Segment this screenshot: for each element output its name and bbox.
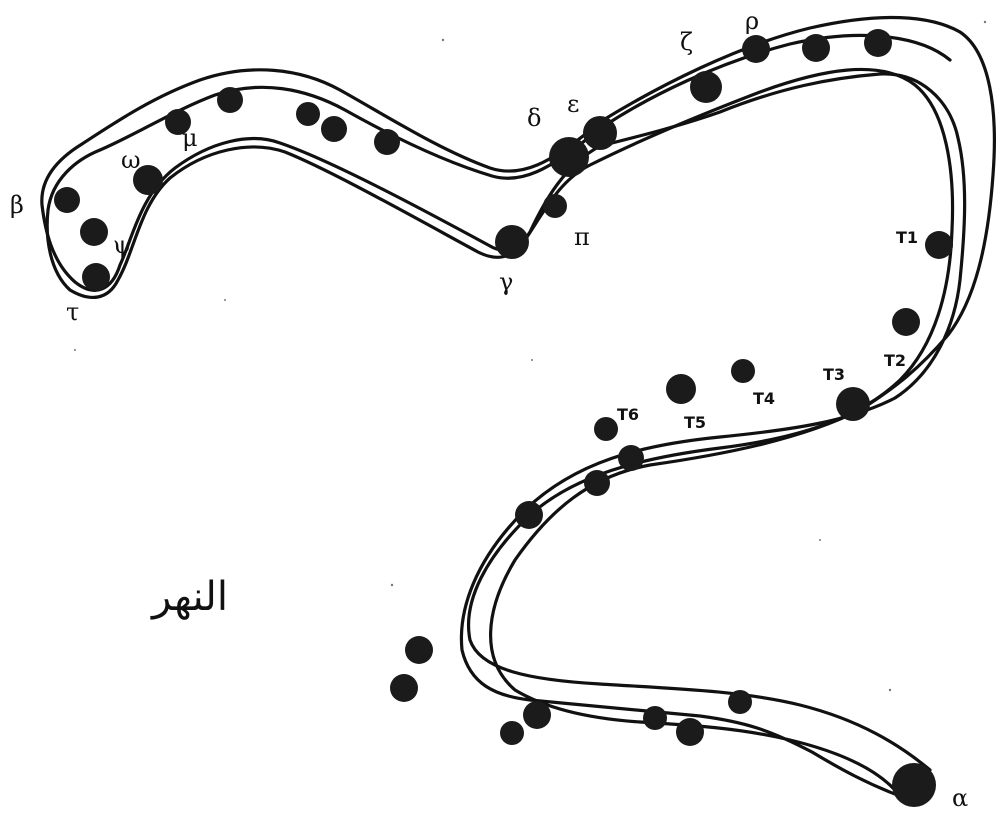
dot [374,129,400,155]
dot-gamma [495,225,529,259]
dot-rho [742,35,770,63]
dot [321,116,347,142]
label-mu: μ [182,124,198,152]
dot [728,690,752,714]
label-T3: T3 [823,365,845,384]
dot [802,34,830,62]
dot-T2 [892,308,920,336]
dot [515,501,543,529]
dot-psi [80,218,108,246]
dot [523,701,551,729]
dot [296,102,320,126]
dot [405,636,433,664]
dot-T5 [666,374,696,404]
label-psi: ψ [113,231,132,259]
dot-T1 [925,231,953,259]
dot [690,71,722,103]
dot [864,29,892,57]
label-gamma: γ [499,268,513,296]
dot-pi [543,194,567,218]
labels: α β γ δ ε ζ ρ π ψ ω μ τ T1 T2 T3 T4 T5 T… [10,7,968,812]
dot-delta [549,137,589,177]
dot-tau [82,263,110,291]
river-name: النهر [150,574,228,620]
dot [390,674,418,702]
label-delta: δ [527,104,541,132]
dot-beta [54,187,80,213]
dot [217,87,243,113]
label-T6: T6 [617,405,639,424]
label-zeta: ζ [680,28,693,56]
label-tau: τ [66,298,79,326]
dot [584,470,610,496]
label-T2: T2 [884,351,906,370]
label-rho: ρ [745,7,759,35]
label-alpha: α [952,784,968,812]
dot-T3 [836,387,870,421]
label-beta: β [10,191,24,219]
dot-epsilon [583,116,617,150]
label-pi: π [574,223,590,251]
dot [500,721,524,745]
dot [643,706,667,730]
label-T1: T1 [896,228,918,247]
label-omega: ω [121,146,141,174]
dot [676,718,704,746]
dot-T6 [594,417,618,441]
label-T5: T5 [684,413,706,432]
label-epsilon: ε [567,90,579,118]
dot-alpha [892,763,936,807]
label-T4: T4 [753,389,775,408]
dot [618,445,644,471]
dot-T4 [731,359,755,383]
